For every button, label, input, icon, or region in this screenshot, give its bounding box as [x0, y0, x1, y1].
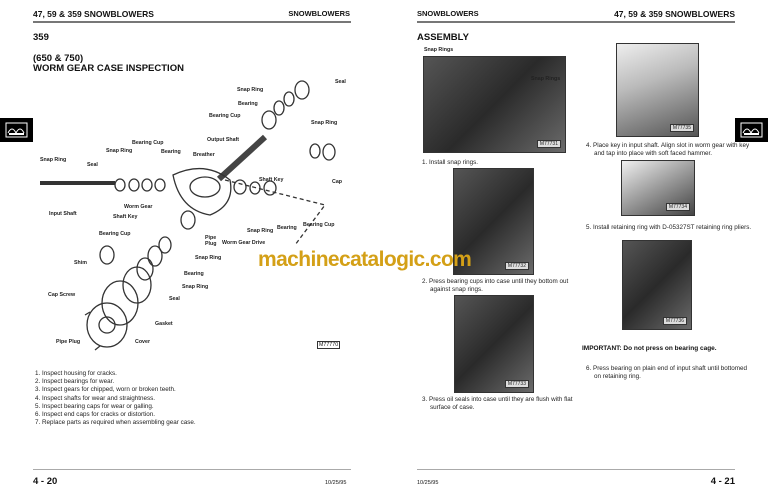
checklist-item: 2. Inspect bearings for wear.: [35, 378, 115, 386]
photo-press-bearing: M77736: [622, 240, 692, 330]
checklist-item: 1. Inspect housing for cracks.: [35, 370, 117, 377]
right-footer-rule: [417, 469, 735, 470]
diagram-label: Gasket: [155, 321, 173, 327]
diagram-label: Worm Gear: [124, 204, 153, 210]
diagram-label: Bearing Cup: [132, 140, 164, 146]
section-heading: WORM GEAR CASE INSPECTION: [33, 63, 184, 74]
exploded-diagram: [35, 75, 343, 360]
worm-gear-case-drawing: [40, 80, 336, 351]
important-note: IMPORTANT: Do not press on bearing cage.: [582, 345, 717, 352]
step-4: 4. Place key in input shaft. Align slot …: [586, 142, 750, 157]
diagram-label: Shim: [74, 260, 87, 266]
photo-id-tag: M77734: [665, 203, 690, 211]
photo-press-oil-seals: M77733: [454, 295, 534, 393]
snowblower-tab-icon: [0, 118, 33, 142]
model-heading: 359: [33, 32, 49, 43]
photo-id-tag: M77731: [536, 140, 561, 148]
diagram-label: Snap Ring: [247, 228, 274, 234]
watermark: machinecatalogic.com: [258, 248, 472, 271]
diagram-label: Seal: [87, 162, 98, 168]
diagram-label: Input Shaft: [49, 211, 77, 217]
left-date: 10/25/95: [325, 480, 347, 486]
photo-install-snap-rings: M77731: [423, 56, 566, 153]
snowblower-tab-icon: [735, 118, 768, 142]
diagram-label: Snap Ring: [106, 148, 133, 154]
checklist-item: 7. Replace parts as required when assemb…: [35, 419, 196, 427]
left-page-number: 4 - 20: [33, 476, 58, 487]
diagram-label: Breather: [193, 152, 215, 158]
checklist-item: 6. Inspect end caps for cracks or distor…: [35, 411, 156, 419]
diagram-label: Snap Ring: [237, 87, 264, 93]
diagram-label: Output Shaft: [207, 137, 240, 143]
diagram-label: Bearing Cup: [209, 113, 241, 119]
step-6: 6. Press bearing on plain end of input s…: [586, 365, 748, 380]
diagram-label: Snap Ring: [195, 255, 222, 261]
photo-label-snap-rings: Snap Rings: [424, 47, 454, 53]
diagram-label: Snap Ring: [182, 284, 209, 290]
right-date: 10/25/95: [417, 480, 439, 486]
right-header-section: SNOWBLOWERS: [417, 9, 479, 18]
diagram-label: Cap Screw: [48, 292, 76, 298]
checklist-item: 4. Inspect shafts for wear and straightn…: [35, 394, 156, 402]
diagram-label: Shaft Key: [259, 177, 284, 183]
left-header-title: 47, 59 & 359 SNOWBLOWERS: [33, 9, 154, 19]
photo-label-snap-rings: Snap Rings: [531, 76, 561, 82]
diagram-label: Bearing: [277, 225, 297, 231]
diagram-label: Seal: [169, 296, 180, 302]
right-header-title: 47, 59 & 359 SNOWBLOWERS: [614, 9, 735, 19]
photo-id-tag: M77733: [504, 380, 529, 388]
diagram-label: Cover: [135, 339, 151, 345]
right-page-number: 4 - 21: [710, 476, 735, 487]
diagram-label: Bearing: [161, 149, 181, 155]
diagram-label: Bearing: [184, 271, 204, 277]
diagram-label: Snap Ring: [311, 120, 338, 126]
diagram-label: Bearing Cup: [303, 222, 335, 228]
diagram-label: Pipe Plug: [205, 235, 217, 247]
diagram-label: Seal: [335, 79, 346, 85]
assembly-heading: ASSEMBLY: [417, 32, 469, 43]
section-title: (650 & 750) WORM GEAR CASE INSPECTION: [33, 54, 184, 74]
step-3: 3. Press oil seals into case until they …: [422, 396, 573, 411]
diagram-label: Bearing: [238, 101, 258, 107]
step-1: 1. Install snap rings.: [422, 159, 479, 166]
inspection-checklist: 1. Inspect housing for cracks. 2. Inspec…: [35, 370, 196, 427]
photo-retaining-ring: M77734: [621, 160, 695, 216]
step-5: 5. Install retaining ring with D-05327ST…: [586, 224, 752, 231]
photo-id-tag: M77735: [669, 124, 694, 132]
section-subtitle: (650 & 750): [33, 53, 84, 64]
diagram-label: Worm Gear Drive: [222, 240, 266, 246]
diagram-label: Shaft Key: [113, 214, 138, 220]
photo-id-tag: M77732: [504, 262, 529, 270]
left-header-section: SNOWBLOWERS: [288, 9, 350, 18]
diagram-label: Cap: [332, 179, 343, 185]
left-footer-rule: [33, 469, 351, 470]
diagram-label: Bearing Cup: [99, 231, 131, 237]
checklist-item: 3. Inspect gears for chipped, worn or br…: [35, 386, 176, 394]
left-header-rule: [33, 21, 351, 23]
photo-press-bearing-cups: M77732: [453, 168, 534, 275]
step-2: 2. Press bearing cups into case until th…: [422, 278, 569, 293]
photo-id-tag: M77736: [662, 317, 687, 325]
diagram-label: Snap Ring: [40, 157, 67, 163]
diagram-id-tag: M77770: [317, 341, 341, 349]
right-header-rule: [417, 21, 735, 23]
checklist-item: 5. Inspect bearing caps for wear or gall…: [35, 402, 154, 410]
photo-place-key: M77735: [616, 43, 699, 137]
diagram-label: Pipe Plug: [56, 339, 81, 345]
